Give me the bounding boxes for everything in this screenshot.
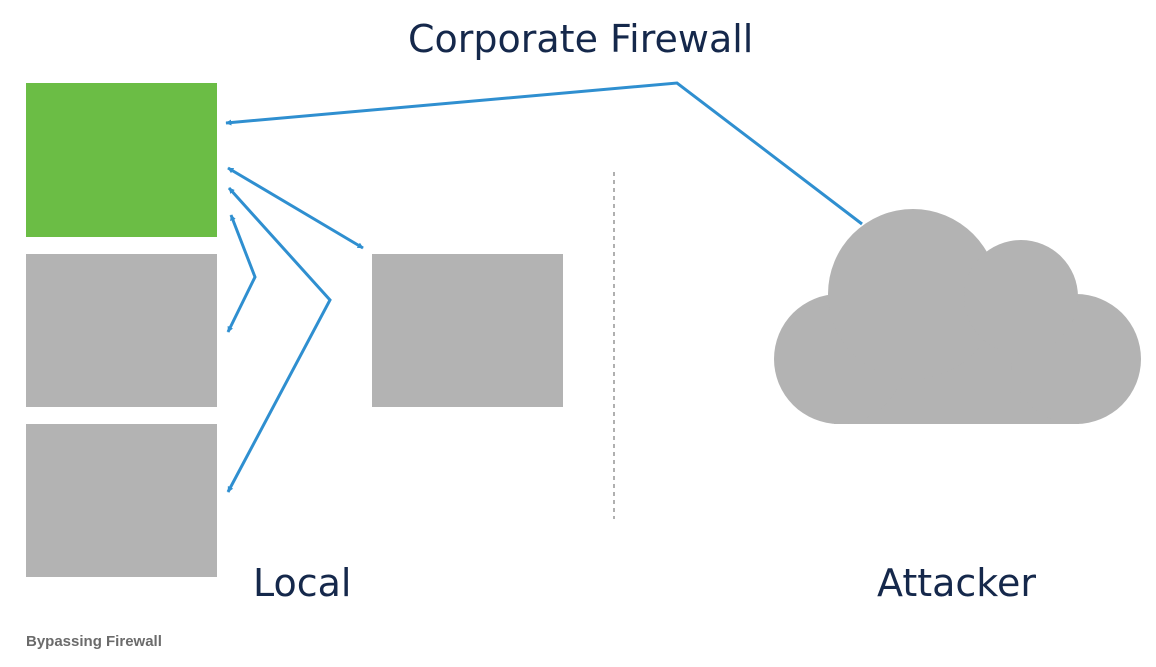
local-host-3 xyxy=(26,424,217,577)
diagram-title: Corporate Firewall xyxy=(408,17,754,61)
local-host-4 xyxy=(372,254,563,407)
lateral-arrow-host-2 xyxy=(226,214,257,333)
lateral-arrow-host-4 xyxy=(227,166,364,250)
compromised-host xyxy=(26,83,217,237)
attacker-cloud xyxy=(774,209,1141,424)
local-host-2 xyxy=(26,254,217,407)
attacker-zone-label: Attacker xyxy=(877,561,1036,605)
local-zone-label: Local xyxy=(253,561,352,605)
figure-caption: Bypassing Firewall xyxy=(26,633,162,650)
firewall-bypass-arrow xyxy=(225,81,863,226)
lateral-arrow-host-3 xyxy=(226,186,332,493)
